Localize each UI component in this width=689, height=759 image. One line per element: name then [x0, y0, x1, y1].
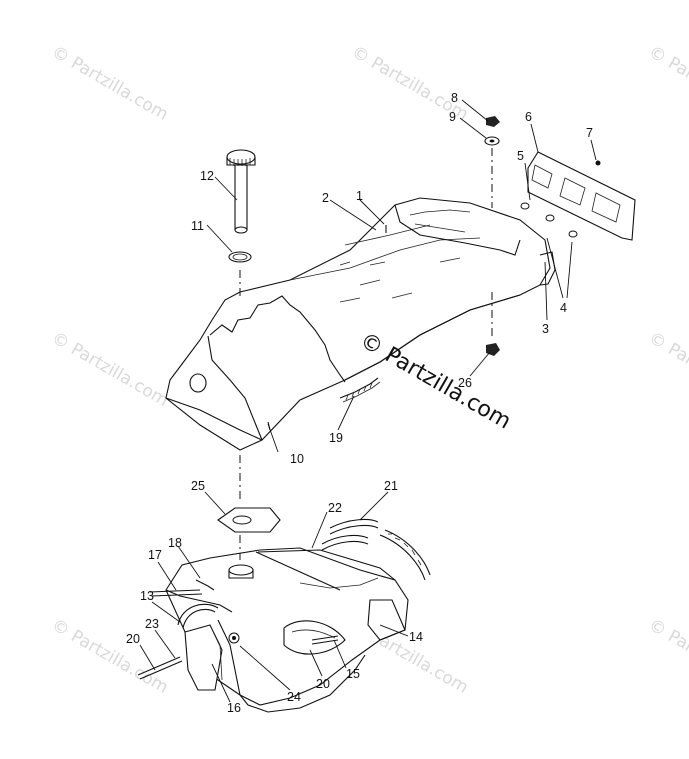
hose-15 — [311, 635, 339, 641]
callout-20-left[interactable]: 20 — [126, 632, 140, 646]
callout-12[interactable]: 12 — [200, 169, 214, 183]
callout-5[interactable]: 5 — [517, 149, 524, 163]
callout-8[interactable]: 8 — [451, 91, 458, 105]
callout-10[interactable]: 10 — [290, 452, 304, 466]
callout-11[interactable]: 11 — [191, 219, 204, 233]
callout-13[interactable]: 13 — [140, 589, 154, 603]
seat-assembly — [165, 197, 556, 451]
callout-9[interactable]: 9 — [449, 110, 456, 124]
hose-15b — [311, 639, 339, 645]
callout-22[interactable]: 22 — [328, 501, 342, 515]
callout-2[interactable]: 2 — [322, 191, 329, 205]
callout-15[interactable]: 15 — [346, 667, 360, 681]
callout-1[interactable]: 1 — [356, 189, 363, 203]
callout-7[interactable]: 7 — [586, 126, 593, 140]
seat-bracket — [527, 151, 636, 241]
callout-19[interactable]: 19 — [329, 431, 343, 445]
callout-14[interactable]: 14 — [409, 630, 423, 644]
callout-3[interactable]: 3 — [542, 322, 549, 336]
callout-18[interactable]: 18 — [168, 536, 182, 550]
callout-25[interactable]: 25 — [191, 479, 205, 493]
filler-neck — [226, 149, 256, 263]
callout-21[interactable]: 21 — [384, 479, 398, 493]
callout-4[interactable]: 4 — [560, 301, 567, 315]
callout-26[interactable]: 26 — [458, 376, 472, 390]
callout-16[interactable]: 16 — [227, 701, 241, 715]
callout-6[interactable]: 6 — [525, 110, 532, 124]
gasket-plate — [217, 507, 281, 533]
tank-assembly — [137, 547, 409, 713]
callout-17[interactable]: 17 — [148, 548, 162, 562]
callout-24[interactable]: 24 — [287, 690, 301, 704]
strap-strips — [321, 518, 431, 581]
bolts-5 — [520, 202, 578, 238]
leader-lines — [139, 99, 597, 703]
callout-20-right[interactable]: 20 — [316, 677, 330, 691]
callout-23[interactable]: 23 — [145, 617, 159, 631]
